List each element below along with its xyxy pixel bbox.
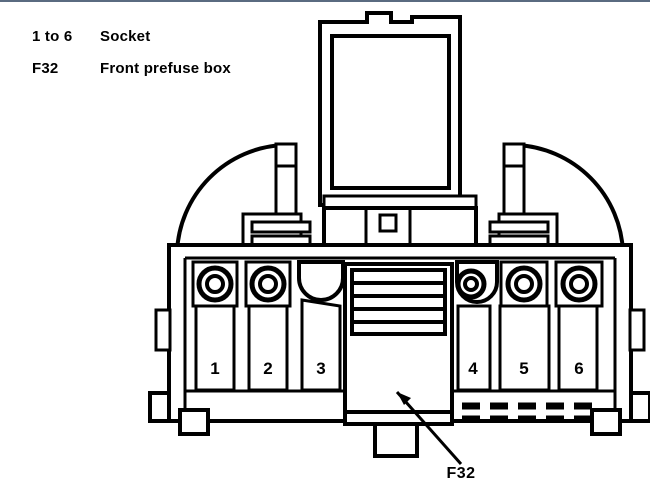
left-edge-tab xyxy=(154,308,172,352)
f32-callout: F32 xyxy=(395,391,475,482)
central-upper-housing xyxy=(318,11,462,207)
legend-key: 1 to 6 xyxy=(32,28,73,45)
socket-2: 2 xyxy=(244,260,292,392)
bottom-center-foot xyxy=(373,422,419,458)
socket-number: 1 xyxy=(210,359,219,378)
bottom-left-foot xyxy=(148,391,210,436)
socket-1: 1 xyxy=(191,260,239,392)
socket-6: 6 xyxy=(554,260,604,392)
legend-row: F32 Front prefuse box xyxy=(0,60,330,92)
socket-number: 5 xyxy=(519,359,528,378)
right-shelf-bracket xyxy=(488,212,559,254)
left-shelf-bracket xyxy=(241,212,312,254)
center-indicator-square xyxy=(378,213,398,233)
socket-number: 3 xyxy=(316,359,325,378)
f32-arrowhead xyxy=(397,392,411,405)
legend-key: F32 xyxy=(32,60,59,77)
socket-4: 4 xyxy=(455,260,499,392)
right-dome-arc xyxy=(516,143,625,253)
top-border-rule xyxy=(0,0,650,2)
dashed-connector-rows xyxy=(462,402,600,423)
legend-row: 1 to 6 Socket xyxy=(0,28,330,60)
socket-number: 4 xyxy=(468,359,478,378)
f32-leader-line xyxy=(395,391,463,465)
central-ribbed-block xyxy=(343,262,454,426)
right-edge-tab xyxy=(628,308,646,352)
legend: 1 to 6 Socket F32 Front prefuse box xyxy=(0,28,330,92)
socket-number: 6 xyxy=(574,359,583,378)
socket-number: 2 xyxy=(263,359,272,378)
socket-3: 3 xyxy=(297,260,345,392)
left-dome-arc xyxy=(175,143,284,253)
legend-description: Socket xyxy=(100,28,151,45)
socket-5: 5 xyxy=(498,260,551,392)
bottom-right-foot xyxy=(590,391,650,436)
f32-callout-label: F32 xyxy=(446,465,475,482)
legend-description: Front prefuse box xyxy=(100,60,231,77)
